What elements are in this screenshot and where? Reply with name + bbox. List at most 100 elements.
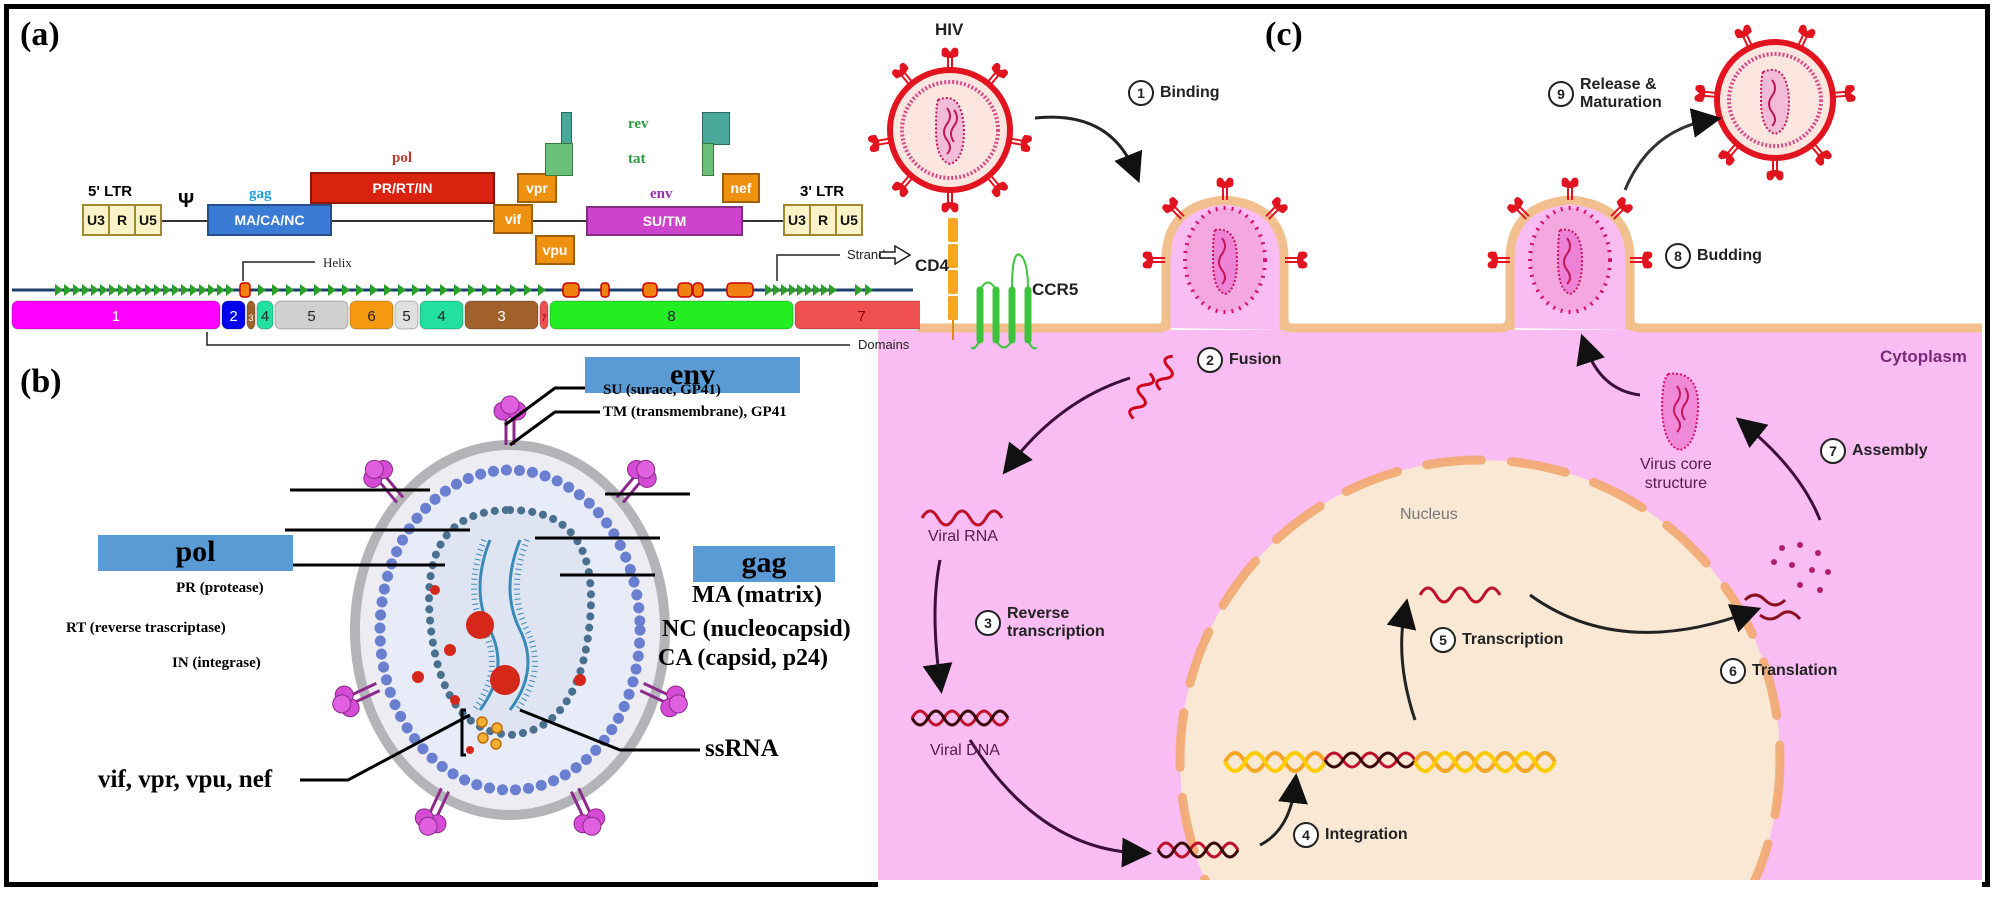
domain-segment [221,300,246,330]
beta-strand-marker [100,284,108,296]
ltr5-r: R [110,206,136,234]
matrix-layer [374,464,646,796]
step-4-integration: 4 Integration [1293,822,1408,848]
step-label: Fusion [1229,351,1282,368]
domain-segment [11,300,221,330]
beta-strand-marker [855,284,863,296]
panel-a-label: (a) [20,16,60,53]
vpr-gene-box: vpr [517,173,557,203]
in-callout: IN (integrase) [172,655,261,671]
beta-strand-marker [199,284,207,296]
ltr5-title: 5' LTR [88,183,133,200]
beta-strand-marker [272,284,280,296]
gag-gene-box: MA/CA/NC [207,204,332,236]
beta-strand-marker [172,284,180,296]
beta-strand-marker [342,284,350,296]
budding-arrow [1576,333,1641,397]
beta-strand-marker [805,284,813,296]
step-number-badge: 5 [1430,627,1456,653]
gag-header: gag [693,546,835,582]
step-9-release-maturation: 9 Release &Maturation [1548,76,1662,112]
domain-segment-label: 4 [261,308,269,325]
beta-strand-marker [300,284,308,296]
env-gene-name: env [650,186,673,202]
step-label-line: Release & [1580,76,1657,93]
step-label: Integration [1325,826,1408,843]
domain-segment [274,300,349,330]
domain-segment-label: 5 [402,308,410,325]
translation-products-icon [1743,542,1831,621]
beta-strand-marker [226,284,234,296]
beta-strand-marker [154,284,162,296]
domain-segment [246,300,256,330]
beta-strand-marker [398,284,406,296]
domain-segment-label: 6 [367,308,375,325]
beta-strand-marker [82,284,90,296]
beta-strand-marker [797,284,805,296]
beta-strand-marker [181,284,189,296]
fusion-rna-icon [1128,372,1156,420]
step-6-translation: 6 Translation [1720,658,1837,684]
step-number-badge: 7 [1820,438,1846,464]
ltr3-title: 3' LTR [800,183,845,200]
viral-rna-label: Viral RNA [928,528,998,545]
domain-segment-label: 3 [248,313,253,323]
pol-gene-name: pol [392,150,413,166]
accessory-proteins [476,716,503,750]
tat-exon1-box [545,143,573,176]
pol-gene-box: PR/RT/IN [310,172,495,204]
step-label: Assembly [1852,442,1928,459]
hiv-virion-icon [866,46,1034,214]
step-number-badge: 6 [1720,658,1746,684]
assembly-arrow [1735,417,1822,521]
reverse-transcription-arrow [922,559,953,694]
beta-strand-marker [765,284,773,296]
step-label: Budding [1697,247,1762,264]
beta-strand-marker [426,284,434,296]
domain-segment [539,300,549,330]
tat-exon2-box [702,143,714,176]
domain-segment-label: 7 [541,313,546,323]
ma-callout: MA (matrix) [692,582,822,608]
cd4-receptor-icon [948,218,958,340]
virus-core-label-line2: structure [1644,475,1707,492]
beta-strand-marker [370,284,378,296]
accessory-proteins-callout: vif, vpr, vpu, nef [98,766,273,793]
cytoplasm-label: Cytoplasm [1880,347,1967,366]
domain-segment-label: 3 [497,308,505,325]
nucleus-label: Nucleus [1400,506,1458,523]
ltr3-u3: U3 [785,206,811,234]
ca-callout: CA (capsid, p24) [658,645,829,671]
beta-strand-marker [127,284,135,296]
translation-arrow [1529,593,1762,634]
beta-strand-marker [524,284,532,296]
beta-strand-marker [440,284,448,296]
gag-gene-name: gag [249,186,272,202]
step-number-badge: 4 [1293,822,1319,848]
ltr3-r: R [811,206,837,234]
viral-dna-icon [910,709,1010,727]
step-number-badge: 8 [1665,243,1691,269]
transcription-arrow [1386,598,1417,721]
ltr5-u3: U3 [84,206,110,234]
pr-callout: PR (protease) [176,580,264,596]
step-label-line: Maturation [1580,94,1662,111]
step-7-assembly: 7 Assembly [1820,438,1928,464]
beta-strand-marker [468,284,476,296]
domain-segment [256,300,274,330]
helix-label: Helix [323,255,352,270]
step-label: Translation [1752,662,1838,679]
step-label-line: Reverse [1007,605,1070,622]
domain-segment [394,300,419,330]
mature-virion-icon [1693,22,1857,182]
domain-segment-label: 2 [229,308,237,325]
beta-strand-marker [789,284,797,296]
viral-dna-label: Viral DNA [930,742,1000,759]
step-number-badge: 3 [975,610,1001,636]
beta-strand-marker [356,284,364,296]
ccr5-label: CCR5 [1032,280,1079,299]
beta-strand-marker [91,284,99,296]
